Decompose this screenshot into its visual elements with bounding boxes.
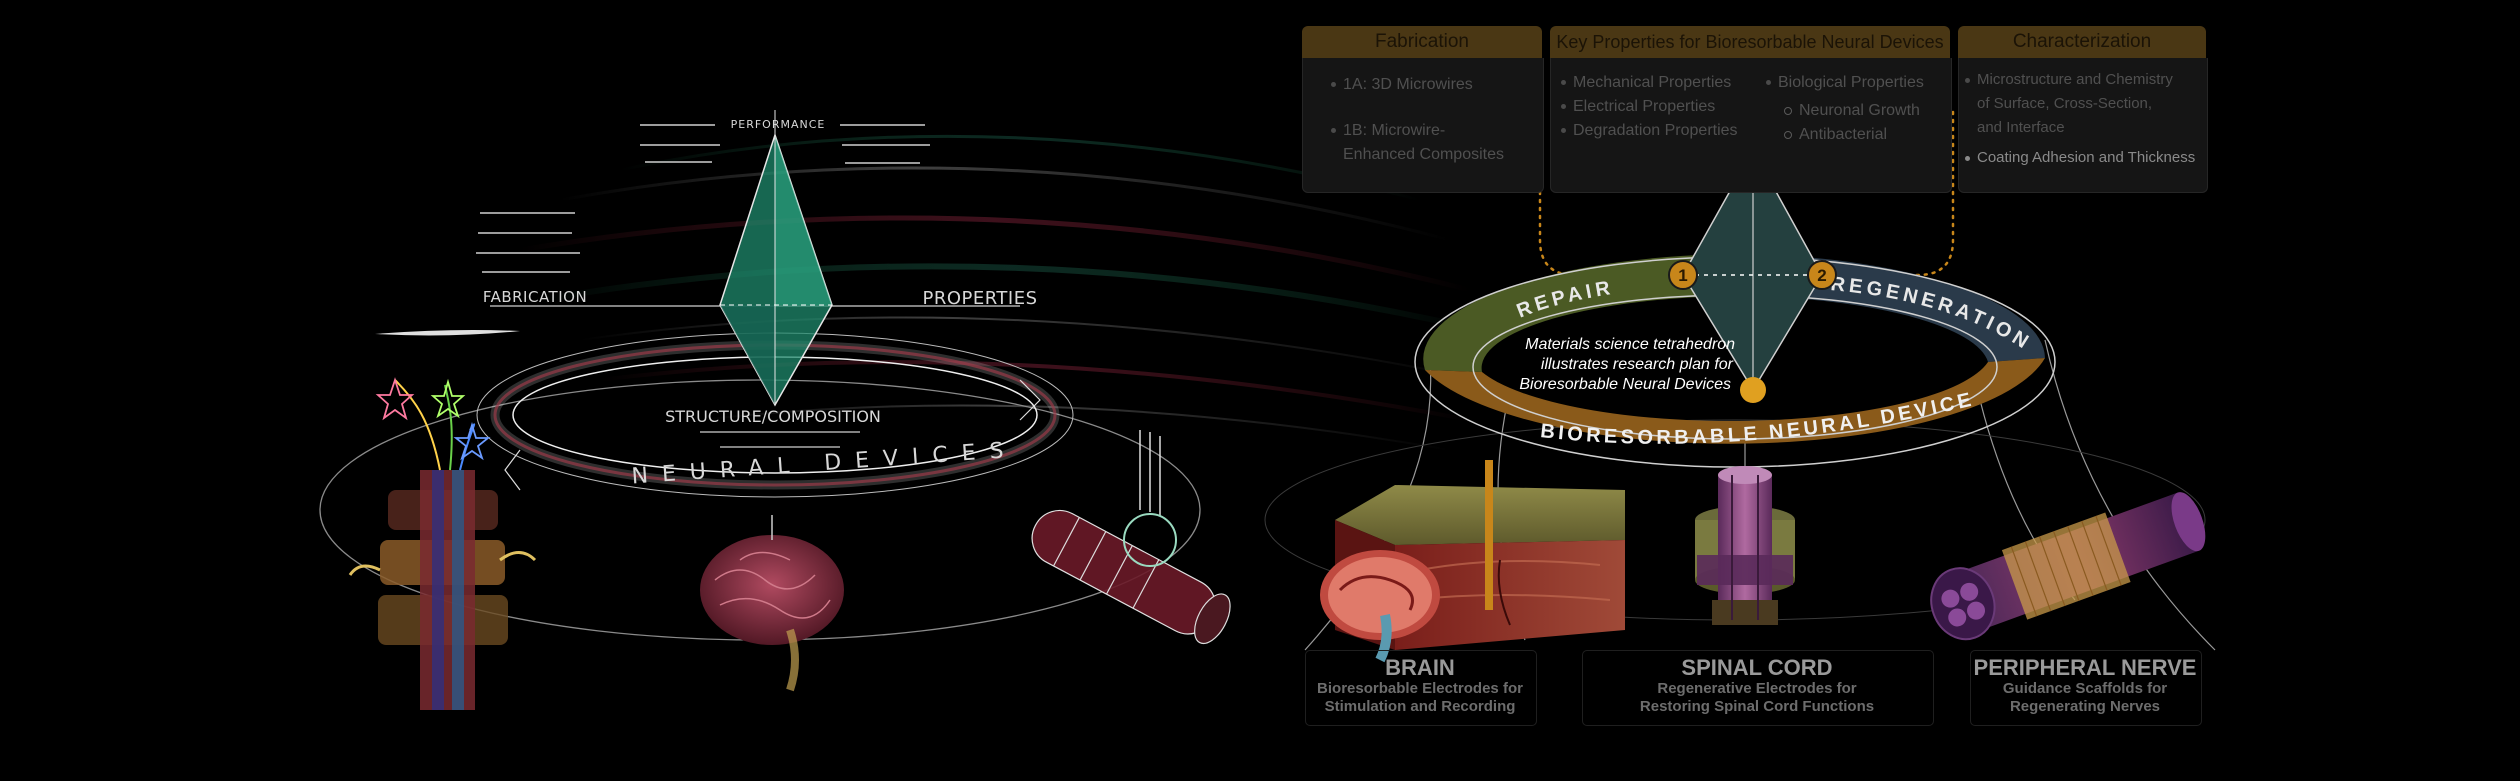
nerve-caption-title: PERIPHERAL NERVE [1973,655,2197,680]
bullet-icon [1331,128,1336,134]
brain-caption-sub-2: Stimulation and Recording [1324,698,1516,715]
bullet-icon [1965,77,1970,83]
nerve-caption-sub-2: Regenerating Nerves [2009,698,2161,715]
bullet-icon [1766,80,1771,86]
open-bullet-icon [1784,106,1792,115]
property-mechanical: Mechanical Properties [1561,72,1731,94]
tetra-caption-line-3: Bioresorbable Neural Devices [1519,376,1731,393]
bullet-icon [1561,80,1566,86]
marker-1 [1668,260,1698,290]
property-antibacterial-text: Antibacterial [1799,126,1888,143]
sketch-spinal-cord [348,377,537,710]
tetra-caption-line-2: illustrates research plan for [1541,356,1734,373]
fabrication-item-2: 1B: Microwire- [1331,120,1445,142]
brain-caption-title: BRAIN [1385,655,1455,680]
sketch-nerve [1031,430,1231,645]
open-bullet-icon [1784,130,1792,139]
key-properties-panel: Mechanical Properties Electrical Propert… [1550,58,1952,193]
fabrication-item-2-line-2: Enhanced Composites [1343,146,1504,163]
characterization-item-1: Microstructure and Chemistry [1965,70,2173,90]
marker-1-label: 1 [1678,266,1687,285]
property-neuronal-growth-text: Neuronal Growth [1799,102,1920,119]
characterization-item-2: Coating Adhesion and Thickness [1965,148,2195,168]
label-sketch-structure: STRUCTURE/COMPOSITION [665,407,881,426]
characterization-item-1-line-2: of Surface, Cross-Section, [1977,95,2153,112]
fabrication-item-2-line-1: 1B: Microwire- [1343,122,1446,139]
spinal-cord-illustration [1695,466,1795,625]
marker-base [1740,377,1766,403]
sketch-tetrahedron [719,110,833,407]
key-properties-header: Key Properties for Bioresorbable Neural … [1550,26,1950,58]
label-performance: PERFORMANCE [731,118,826,131]
property-biological-text: Biological Properties [1778,74,1924,91]
property-degradation: Degradation Properties [1561,120,1738,142]
property-electrical: Electrical Properties [1561,96,1715,118]
sketch-group: PERFORMANCE FABRICATION PROPERTIES STRUC… [319,110,1231,710]
spinal-caption-sub-1: Regenerative Electrodes for [1657,680,1857,697]
nerve-caption-sub-1: Guidance Scaffolds for [2002,680,2168,697]
tetra-caption-line-1: Materials science tetrahedron [1525,336,1735,353]
characterization-item-2-text: Coating Adhesion and Thickness [1977,149,2196,166]
property-degradation-text: Degradation Properties [1573,122,1738,139]
spinal-caption-sub-2: Restoring Spinal Cord Functions [1639,698,1875,715]
characterization-item-1-line-3: and Interface [1977,119,2065,136]
property-mechanical-text: Mechanical Properties [1573,74,1732,91]
sketch-brain [700,515,844,692]
brain-caption-box [1305,650,1537,726]
motion-streaks [519,134,1481,451]
characterization-item-1-line3: and Interface [1977,118,2065,138]
fabrication-header: Fabrication [1302,26,1542,58]
characterization-panel: Microstructure and Chemistry of Surface,… [1958,58,2208,193]
marker-2 [1807,260,1837,290]
materials-tetrahedron: 3 1 2 Materials science tetrahedron illu… [1519,135,1837,403]
label-sketch-fabrication: FABRICATION [483,288,587,306]
brain-caption: BRAIN Bioresorbable Electrodes for Stimu… [1305,656,1535,716]
bullet-icon [1331,82,1336,88]
bullet-icon [1561,104,1566,110]
spinal-caption-box [1582,650,1934,726]
nerve-illustration [1930,492,2206,641]
property-biological: Biological Properties [1766,72,1924,94]
fabrication-item-2-cont: Enhanced Composites [1343,144,1504,166]
brain-caption-sub-1: Bioresorbable Electrodes for [1317,680,1523,697]
property-antibacterial: Antibacterial [1784,124,1887,146]
nerve-caption: PERIPHERAL NERVE Guidance Scaffolds for … [1970,656,2200,716]
fabrication-panel: 1A: 3D Microwires 1B: Microwire- Enhance… [1302,58,1544,193]
nerve-caption-box [1970,650,2202,726]
fabrication-item-1: 1A: 3D Microwires [1331,74,1473,96]
spinal-caption: SPINAL CORD Regenerative Electrodes for … [1582,656,1932,716]
characterization-item-1-line-1: Microstructure and Chemistry [1977,71,2173,88]
characterization-header: Characterization [1958,26,2206,58]
property-neuronal-growth: Neuronal Growth [1784,100,1920,122]
label-sketch-properties: PROPERTIES [922,288,1037,309]
marker-2-label: 2 [1817,266,1826,285]
brain-illustration [1320,460,1625,663]
bullet-icon [1965,155,1970,161]
characterization-item-1-line2: of Surface, Cross-Section, [1977,94,2152,114]
property-electrical-text: Electrical Properties [1573,98,1716,115]
bullet-icon [1561,128,1566,134]
fabrication-item-1-text: 1A: 3D Microwires [1343,76,1473,93]
spinal-caption-title: SPINAL CORD [1681,655,1833,680]
